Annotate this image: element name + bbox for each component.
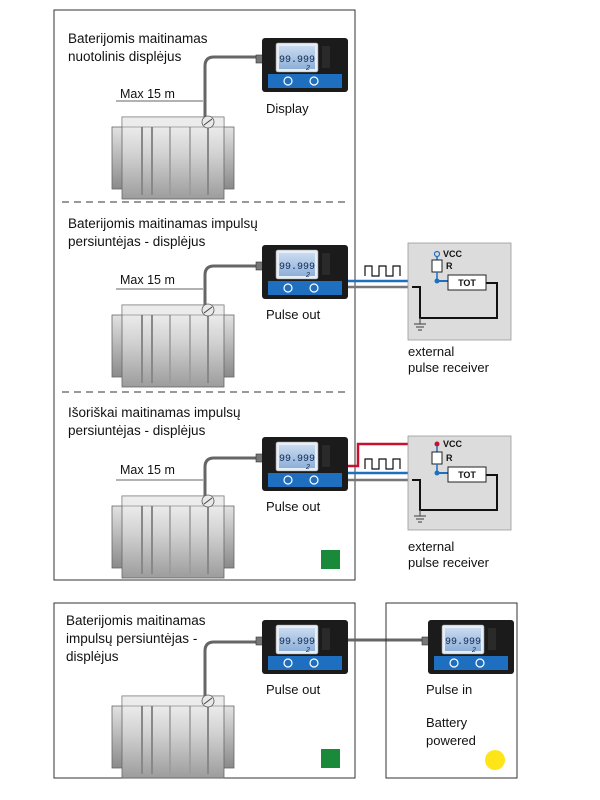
vcc-terminal [434, 441, 440, 447]
battery-powered-line-1: Battery [426, 715, 468, 730]
bottom-title-line-3: displėjus [66, 649, 119, 664]
resistor [431, 259, 443, 273]
return-wire [412, 474, 498, 511]
bottom-title-line-1: Baterijomis maitinamas [66, 613, 206, 628]
return-wire [412, 282, 498, 319]
lcd-sub: 2 [471, 647, 476, 654]
lcd-value: 99.999 [279, 262, 315, 273]
device-label: Pulse out [266, 307, 321, 322]
receiver-caption-line-1: external [408, 539, 454, 554]
section-bottom-pulse-link: Baterijomis maitinamas impulsų persiuntė… [53, 602, 428, 779]
cable-length-label: Max 15 m [120, 273, 175, 287]
device-label: Display [266, 101, 309, 116]
cable-length-label: Max 15 m [120, 87, 175, 101]
section-3-title-line-2: persiuntėjas - displėjus [68, 423, 206, 438]
receiver-box [407, 435, 512, 531]
device-label: Pulse out [266, 682, 321, 697]
main-frame [53, 9, 356, 581]
vcc-label: VCC [443, 249, 463, 259]
bottom-title-line-2: impulsų persiuntėjas - [66, 631, 197, 646]
lcd-value: 99.999 [445, 637, 481, 648]
sensor-cable [203, 640, 262, 700]
flow-meter [111, 694, 235, 779]
resistor-label: R [446, 261, 453, 271]
section-externally-powered-pulse-transmitter: Išoriškai maitinamas impulsų persiuntėja… [68, 405, 512, 579]
green-marker [321, 749, 340, 768]
power-wire [348, 442, 437, 468]
lcd-sub: 2 [305, 272, 310, 279]
lcd-sub: 2 [305, 464, 310, 471]
receiver-caption-line-2: pulse receiver [408, 360, 490, 375]
flow-meter [111, 115, 235, 200]
resistor-label: R [446, 453, 453, 463]
lcd-value: 99.999 [279, 454, 315, 465]
battery-powered-line-2: powered [426, 733, 476, 748]
vcc-label: VCC [443, 439, 463, 449]
device-label: Pulse out [266, 499, 321, 514]
sensor-cable [203, 456, 262, 500]
tot-label: TOT [458, 278, 476, 288]
lcd-sub: 2 [305, 647, 310, 654]
section-pulse-in: 99.999 2 Pulse in Battery powered [385, 602, 518, 779]
section-1-title-line-1: Baterijomis maitinamas [68, 31, 208, 46]
green-marker [321, 550, 340, 569]
cable-length-label: Max 15 m [120, 463, 175, 477]
section-1-title-line-2: nuotolinis displėjus [68, 49, 182, 64]
bottom-right-frame [385, 602, 518, 779]
pulse-in-label: Pulse in [426, 682, 472, 697]
flow-meter [111, 303, 235, 388]
lcd-sub: 2 [305, 65, 310, 72]
tot-label: TOT [458, 470, 476, 480]
section-2-title-line-2: persiuntėjas - displėjus [68, 234, 206, 249]
receiver-caption-line-2: pulse receiver [408, 555, 490, 570]
section-3-title-line-1: Išoriškai maitinamas impulsų [68, 405, 241, 420]
yellow-marker [485, 750, 505, 770]
lcd-value: 99.999 [279, 637, 315, 648]
section-2-title-line-1: Baterijomis maitinamas impulsų [68, 216, 258, 231]
section-remote-display: Baterijomis maitinamas nuotolinis displė… [68, 31, 349, 200]
lcd-value: 99.999 [279, 55, 315, 66]
sensor-cable [203, 55, 262, 120]
receiver-caption-line-1: external [408, 344, 454, 359]
pulse-waveform-icon [364, 458, 401, 470]
resistor [431, 451, 443, 465]
flow-meter [111, 494, 235, 579]
section-battery-pulse-transmitter: Baterijomis maitinamas impulsų persiuntė… [68, 216, 512, 388]
pulse-waveform-icon [364, 265, 401, 277]
sensor-cable [203, 264, 262, 308]
